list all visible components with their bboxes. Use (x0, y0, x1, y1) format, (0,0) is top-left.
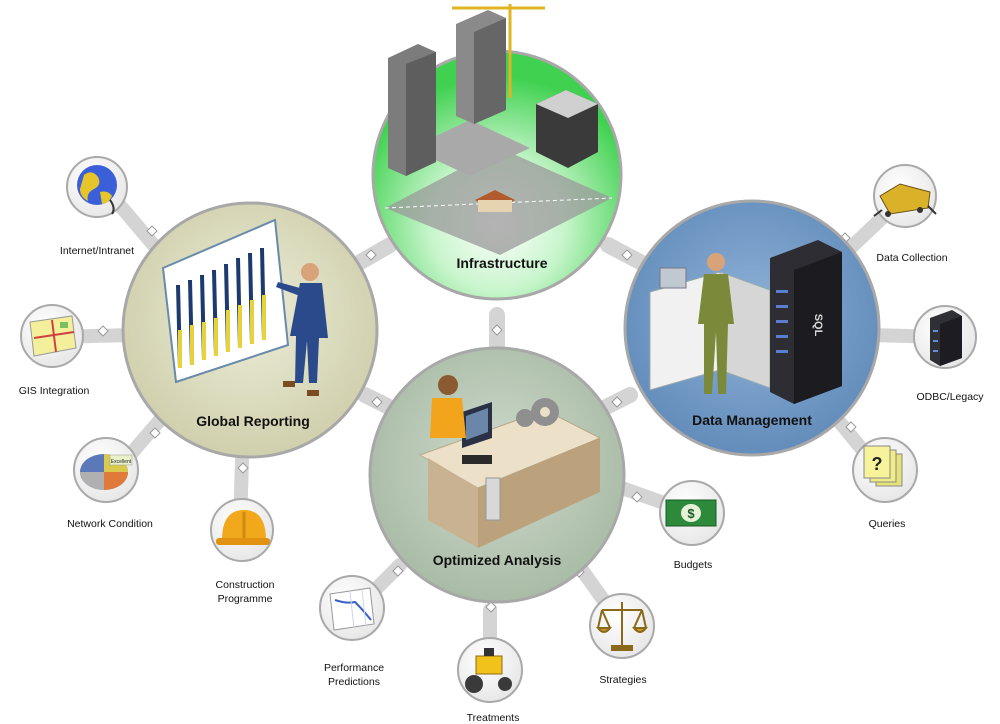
globe-icon (77, 165, 117, 215)
scales-icon (595, 602, 649, 651)
joint (611, 396, 623, 408)
joint (146, 225, 158, 237)
hub-data-management[interactable]: SQL Data Management (623, 199, 881, 457)
server-label: SQL (812, 314, 824, 337)
hub-label-data-management: Data Management (692, 412, 812, 428)
joint (365, 249, 377, 261)
hub-optimized-analysis[interactable]: Optimized Analysis (368, 346, 626, 604)
joint (97, 325, 109, 337)
hard-hat-icon (216, 510, 270, 545)
satellite-gis-integration[interactable]: GIS Integration (19, 304, 90, 397)
hub-label-optimized-analysis: Optimized Analysis (433, 552, 562, 568)
hub-label-infrastructure: Infrastructure (456, 255, 547, 271)
presenter-figure-icon (276, 263, 328, 396)
satellite-construction-programme[interactable]: Construction Programme (210, 498, 275, 605)
satellite-treatments[interactable]: Treatments (457, 637, 523, 724)
satellite-label: Internet/Intranet (60, 245, 134, 257)
house-icon (475, 190, 515, 212)
desk-icon (418, 409, 602, 548)
satellite-performance-predictions[interactable]: Performance Predictions (319, 575, 385, 688)
money-icon: $ (665, 499, 717, 527)
money-symbol: $ (687, 506, 695, 521)
joint (485, 601, 497, 613)
joint (491, 324, 503, 336)
satellite-network-condition[interactable]: Excellent Network Condition (67, 437, 153, 530)
analyst-figure-icon (430, 375, 501, 521)
joint (392, 565, 404, 577)
satellite-strategies[interactable]: Strategies (589, 593, 655, 686)
pie-callout-label: Excellent (111, 459, 132, 465)
gears-icon (516, 398, 559, 427)
satellite-label: ODBC/Legacy (916, 391, 984, 403)
server-cabinet-icon (930, 310, 962, 366)
technician-figure-icon (698, 253, 734, 394)
sql-server-icon: SQL (770, 240, 842, 404)
black-building-icon (536, 90, 598, 168)
line-graph-icon (329, 587, 375, 631)
satellite-label: Queries (869, 518, 906, 530)
satellite-label: Construction (216, 579, 275, 591)
satellite-label: Treatments (467, 712, 520, 724)
hub-infrastructure[interactable]: Infrastructure (371, 4, 623, 301)
construction-tower-icon (452, 4, 545, 124)
satellite-label: Strategies (599, 674, 646, 686)
hub-label-global-reporting: Global Reporting (196, 413, 310, 429)
joint (237, 462, 249, 474)
satellite-odbc-legacy[interactable]: ODBC/Legacy (913, 305, 984, 403)
pie-chart-icon: Excellent (80, 454, 133, 490)
satellite-label: GIS Integration (19, 385, 90, 397)
hub-global-reporting[interactable]: Global Reporting (121, 201, 379, 459)
joint (621, 249, 633, 261)
joint (371, 396, 383, 408)
office-tower-icon (388, 44, 436, 176)
joint (149, 427, 161, 439)
road-roller-icon (465, 648, 512, 693)
monitor-icon (462, 402, 492, 464)
question-mark: ? (872, 454, 883, 474)
satellite-label: Budgets (674, 559, 713, 571)
satellite-label: Predictions (328, 676, 380, 688)
bar-chart-board-icon (161, 218, 290, 384)
joint (845, 421, 857, 433)
survey-vehicle-icon (873, 183, 937, 217)
satellite-label: Network Condition (67, 518, 153, 530)
satellite-queries[interactable]: ? Queries (852, 437, 918, 530)
joint (631, 491, 643, 503)
map-icon (29, 315, 77, 357)
question-cards-icon: ? (863, 445, 903, 487)
satellite-data-collection[interactable]: Data Collection (873, 164, 948, 264)
satellite-label: Performance (324, 662, 384, 674)
satellite-budgets[interactable]: $ Budgets (659, 480, 725, 571)
satellite-internet-intranet[interactable]: Internet/Intranet (60, 156, 134, 257)
satellite-label: Data Collection (876, 252, 947, 264)
satellite-label: Programme (218, 593, 273, 605)
